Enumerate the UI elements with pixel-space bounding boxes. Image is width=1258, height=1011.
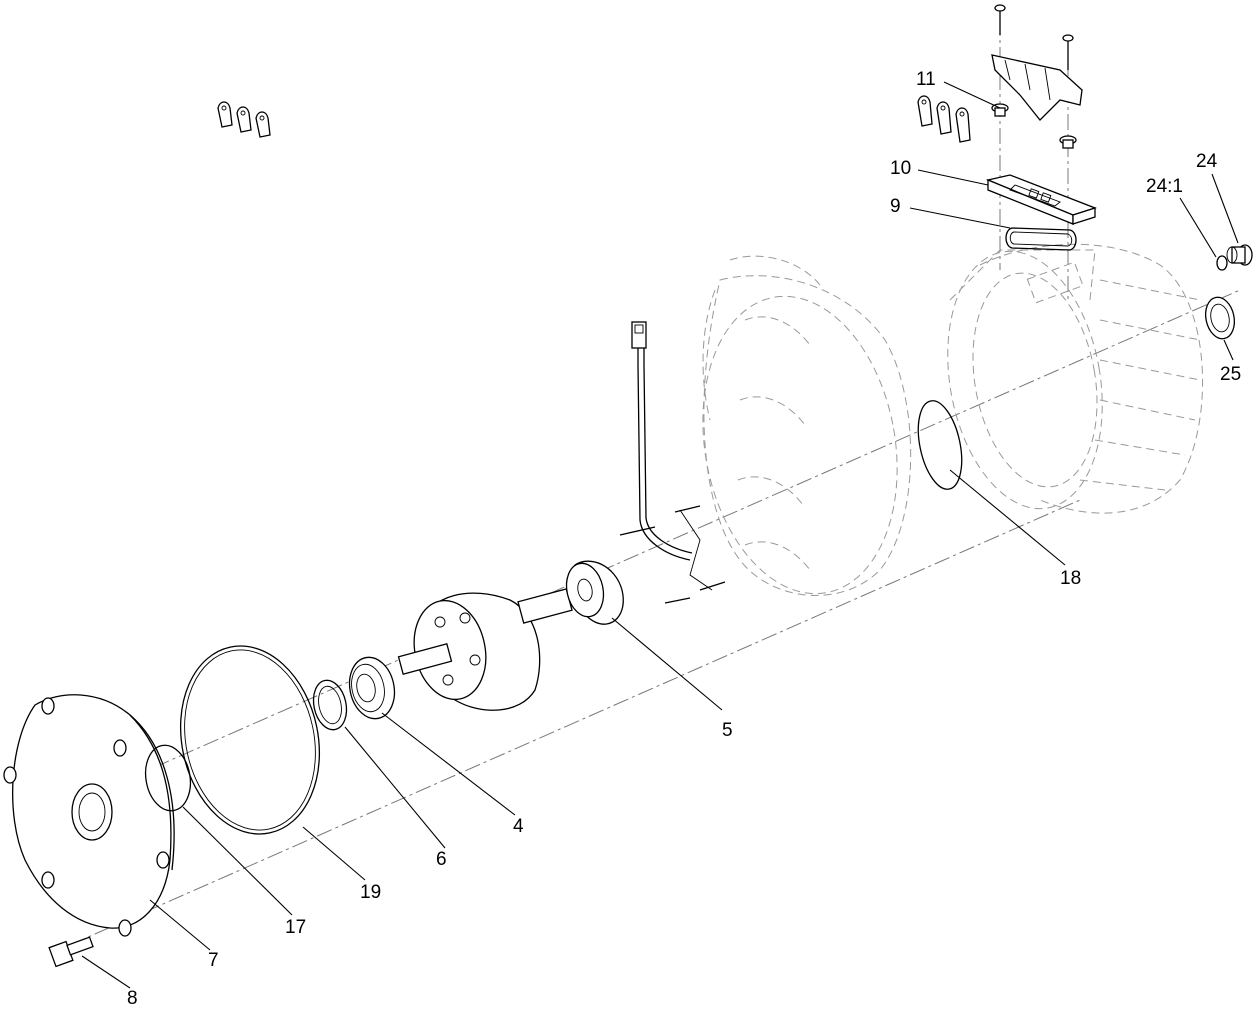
callout-11: 11 (916, 69, 936, 90)
wire-harness (619, 321, 726, 604)
part-5-spacer (565, 560, 624, 625)
part-18-o-ring (917, 400, 963, 490)
housing (947, 243, 1204, 514)
callout-7: 7 (208, 950, 219, 971)
callout-9: 9 (890, 196, 901, 217)
callout-18: 18 (1060, 568, 1081, 589)
part-9-gasket (1005, 227, 1077, 251)
rotor-assembly (397, 588, 573, 711)
callout-24-1: 24:1 (1146, 176, 1183, 197)
part-24-1-o-ring (1216, 255, 1228, 271)
callout-24: 24 (1196, 151, 1218, 172)
part-24-plug (1226, 244, 1253, 266)
callout-8: 8 (127, 988, 138, 1009)
part-7-end-cover (3, 694, 175, 937)
callout-4: 4 (513, 816, 524, 837)
stator (702, 255, 912, 596)
callout-labels: 24 24:1 25 11 10 9 18 5 4 6 19 17 7 8 (127, 69, 1241, 1009)
part-25-seal (1204, 296, 1236, 340)
callout-6: 6 (436, 849, 447, 870)
part-11-terminals (217, 4, 1083, 149)
callout-19: 19 (360, 882, 381, 903)
part-10-terminal-plate (985, 174, 1097, 225)
callout-10: 10 (890, 158, 911, 179)
part-19-large-o-ring (179, 645, 321, 835)
part-4-bearing (348, 656, 396, 720)
callout-25: 25 (1220, 364, 1241, 385)
leader-lines (81, 81, 1239, 989)
callout-5: 5 (722, 720, 733, 741)
part-6-snap-ring (312, 679, 348, 731)
terminal-lugs (917, 95, 971, 143)
callout-17: 17 (285, 917, 306, 938)
part-8-bolt (48, 936, 94, 968)
